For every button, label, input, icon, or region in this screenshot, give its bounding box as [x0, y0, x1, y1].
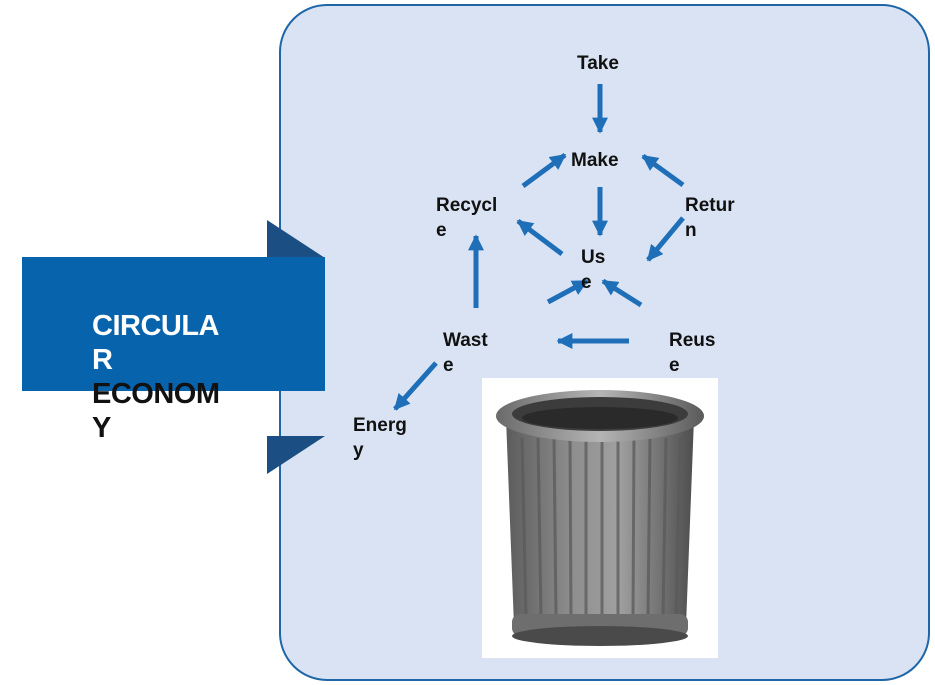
arrow-reuse-use [601, 278, 643, 308]
banner-fold-bottom [267, 436, 325, 474]
arrow-return-make [641, 153, 685, 188]
arrow-waste-energy [393, 361, 438, 411]
trash-bin-icon [482, 378, 718, 658]
banner-fold-top [267, 220, 325, 258]
title-line-1: CIRCULA [92, 310, 220, 342]
banner-title: CIRCULA R ECONOM Y [92, 309, 267, 445]
title-line-4: Y [92, 412, 111, 444]
title-line-3: ECONOM [92, 378, 220, 410]
node-waste: Wast e [443, 330, 488, 376]
node-recycle: Recycl e [436, 195, 498, 241]
arrow-recycle-make [521, 152, 567, 189]
node-use: Us e [581, 247, 606, 293]
node-take: Take [577, 53, 619, 74]
arrow-return-use [646, 216, 685, 262]
node-reuse: Reus e [669, 330, 716, 376]
node-return: Retur n [685, 195, 735, 241]
title-line-2: R [92, 344, 113, 376]
arrow-waste-use [546, 278, 589, 305]
node-make: Make [571, 150, 619, 171]
node-energy: Energ y [353, 415, 407, 461]
arrow-use-recycle [516, 219, 564, 256]
title-banner [22, 257, 325, 391]
